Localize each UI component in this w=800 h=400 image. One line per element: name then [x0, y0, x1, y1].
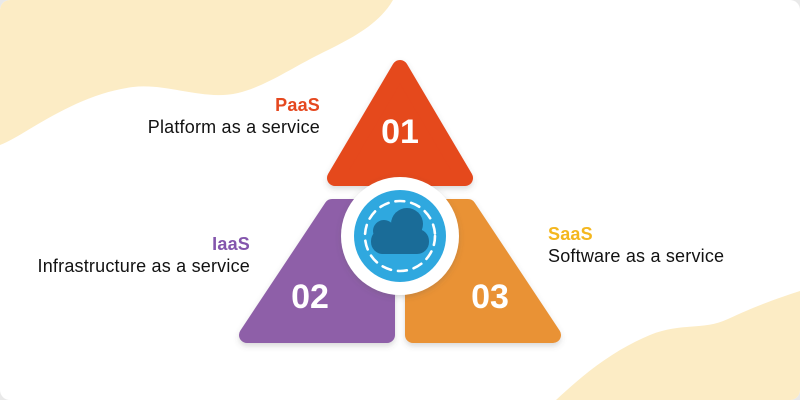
corner-wave-bottom-right	[556, 291, 800, 400]
label-saas: SaaS Software as a service	[548, 224, 724, 266]
paas-acronym: PaaS	[275, 95, 320, 115]
saas-description: Software as a service	[548, 246, 725, 266]
label-iaas: IaaS Infrastructure as a service	[0, 234, 250, 276]
iaas-description: Infrastructure as a service	[37, 256, 250, 276]
corner-wave-top-left	[0, 0, 393, 145]
segment-number-02: 02	[291, 278, 329, 316]
hub-dashed-ring	[363, 199, 437, 273]
paas-description: Platform as a service	[147, 117, 320, 137]
iaas-acronym: IaaS	[212, 234, 250, 254]
segment-number-03: 03	[471, 278, 509, 316]
cloud-icon	[371, 208, 429, 254]
label-paas: PaaS Platform as a service	[0, 95, 320, 137]
segment-number-01: 01	[381, 113, 419, 151]
saas-acronym: SaaS	[548, 224, 593, 244]
